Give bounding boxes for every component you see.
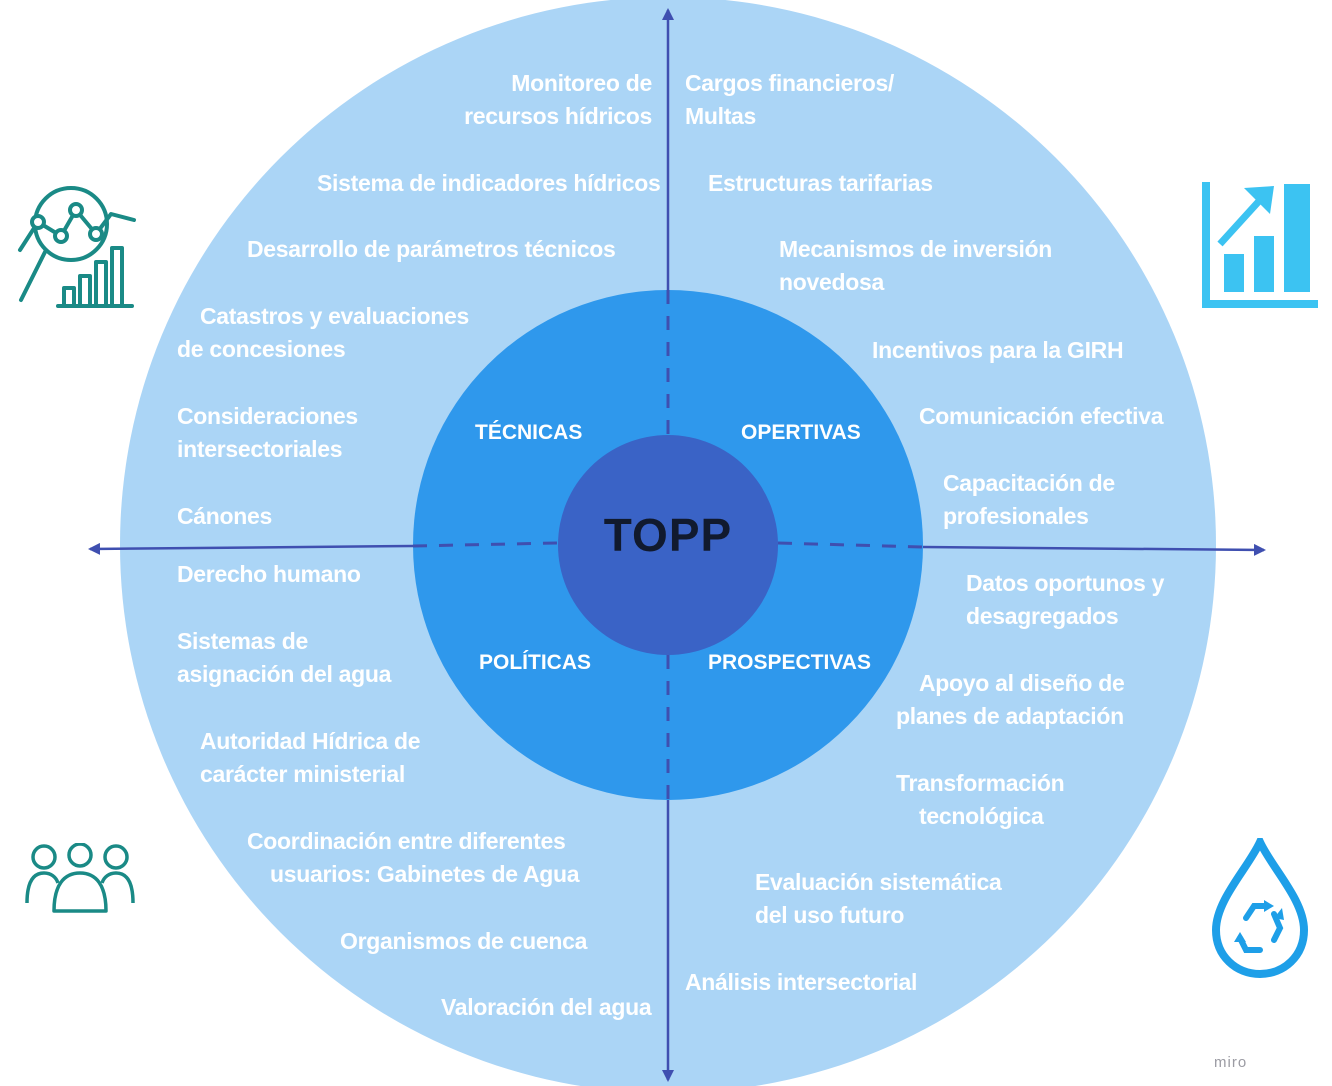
item-comunicacion: Comunicación efectiva: [919, 403, 1164, 429]
miro-watermark: miro: [1214, 1054, 1248, 1071]
item-evaluacion: Evaluación sistemática del uso futuro: [755, 869, 1002, 928]
axis-left: [88, 542, 414, 555]
item-autoridad: Autoridad Hídrica de carácter ministeria…: [200, 728, 421, 787]
item-organismos: Organismos de cuenca: [340, 928, 588, 954]
item-derecho: Derecho humano: [177, 561, 361, 587]
quadrant-prospectivas: PROSPECTIVAS: [708, 651, 871, 674]
item-apoyo: Apoyo al diseño de planes de adaptación: [896, 670, 1125, 729]
item-consideraciones: Consideraciones intersectoriales: [177, 403, 358, 462]
item-datos: Datos oportunos y desagregados: [966, 570, 1165, 629]
item-analisis: Análisis intersectorial: [685, 969, 918, 995]
water-drop-recycle-icon: [1212, 838, 1308, 978]
item-catastros: Catastros y evaluaciones de concesiones: [177, 303, 469, 362]
inner-circle: [558, 435, 778, 655]
quadrant-politicas: POLÍTICAS: [479, 651, 592, 674]
center-title: TOPP: [603, 509, 733, 561]
item-tarifas: Estructuras tarifarias: [708, 170, 933, 196]
quadrant-tecnicas: TÉCNICAS: [475, 421, 583, 444]
item-transformacion: Transformación tecnológica: [896, 770, 1065, 829]
analytics-magnifier-icon: [18, 186, 136, 308]
item-canones: Cánones: [177, 503, 273, 529]
quadrant-operativas: OPERTIVAS: [741, 421, 861, 444]
item-coordinacion: Coordinación entre diferentes usuarios: …: [247, 828, 580, 887]
item-parametros: Desarrollo de parámetros técnicos: [247, 236, 616, 262]
item-cargos: Cargos financieros/ Multas: [685, 70, 895, 129]
item-monitoreo: Monitoreo de recursos hídricos: [464, 70, 652, 129]
item-asignacion: Sistemas de asignación del agua: [177, 628, 392, 687]
item-indicadores: Sistema de indicadores hídricos: [317, 170, 661, 196]
item-incentivos: Incentivos para la GIRH: [872, 337, 1124, 363]
growth-bar-chart-icon: [1202, 182, 1318, 308]
item-mecanismos: Mecanismos de inversión novedosa: [779, 236, 1053, 295]
item-capacitacion: Capacitación de profesionales: [943, 470, 1115, 529]
people-group-icon: [25, 843, 135, 913]
axis-right: [922, 543, 1266, 556]
item-valoracion: Valoración del agua: [441, 994, 652, 1020]
